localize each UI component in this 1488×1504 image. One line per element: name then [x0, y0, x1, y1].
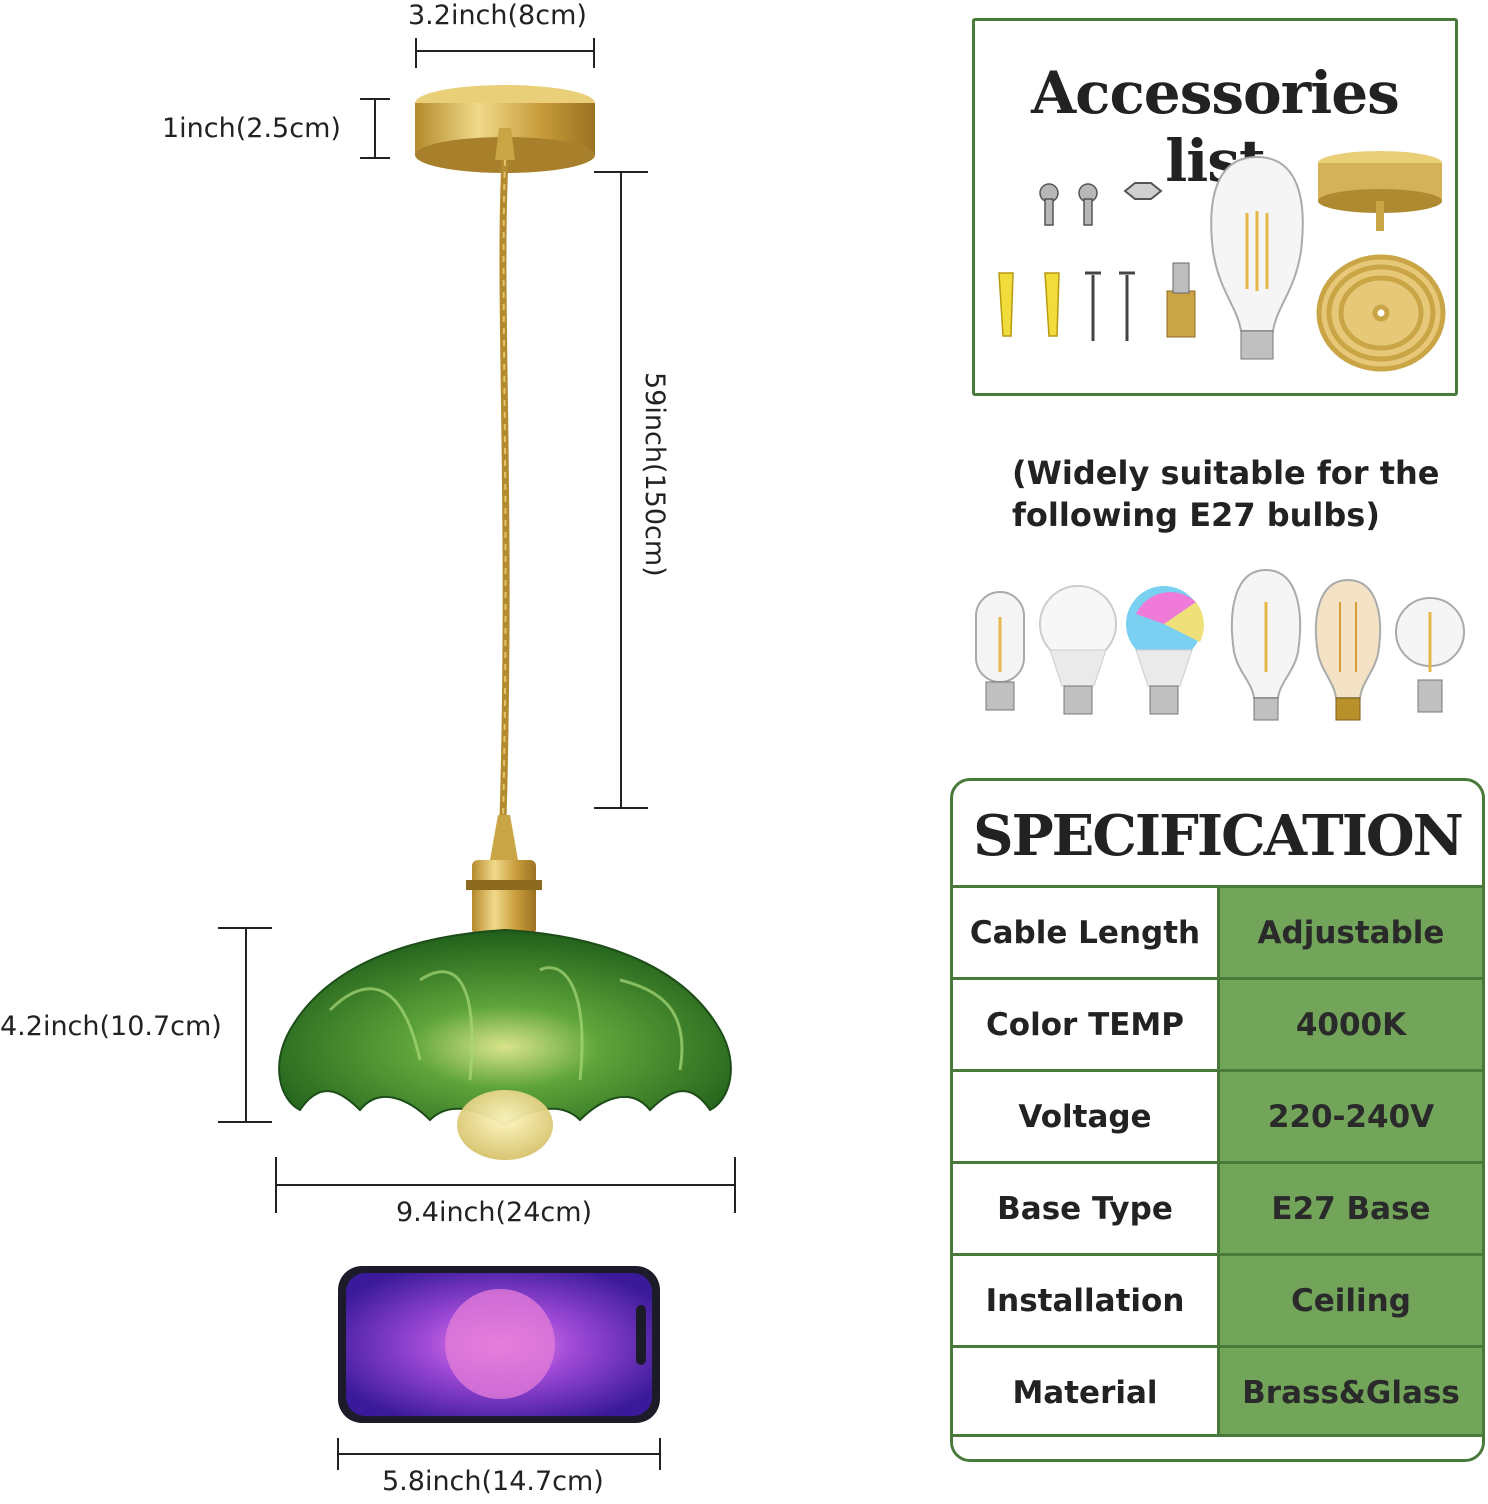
dim-tick — [218, 1121, 272, 1123]
spec-label: Base Type — [953, 1164, 1220, 1253]
dim-canopy-height: 1inch(2.5cm) — [162, 113, 341, 144]
accessories-items — [998, 151, 1446, 372]
wall-anchor-icon — [998, 272, 1060, 337]
dim-tick — [360, 98, 390, 100]
dim-tick — [593, 38, 595, 68]
canopy-icon — [1318, 151, 1442, 231]
spec-value: 220-240V — [1220, 1072, 1482, 1161]
dim-tick — [594, 171, 648, 173]
accessories-panel: Accessories list — [972, 18, 1458, 396]
spec-label: Color TEMP — [953, 980, 1220, 1069]
nut-icon — [1123, 182, 1163, 200]
spec-row: Cable Length Adjustable — [953, 885, 1482, 977]
bulb-t45-icon — [975, 591, 1025, 711]
spec-label: Material — [953, 1348, 1220, 1437]
compatible-bulbs-row — [975, 568, 1465, 721]
bulb-icon — [1210, 155, 1304, 360]
screw-icon — [1039, 183, 1098, 226]
spec-value: Ceiling — [1220, 1256, 1482, 1345]
lamp-illustration — [278, 85, 732, 1423]
spec-value: Adjustable — [1220, 888, 1482, 977]
dim-shade-height: 4.2inch(10.7cm) — [0, 1011, 222, 1042]
spec-label: Voltage — [953, 1072, 1220, 1161]
spec-row: Installation Ceiling — [953, 1253, 1482, 1345]
spec-label: Installation — [953, 1256, 1220, 1345]
spec-row: Color TEMP 4000K — [953, 977, 1482, 1069]
spec-value: 4000K — [1220, 980, 1482, 1069]
bulb-rgb-icon — [1126, 586, 1204, 715]
dim-tick — [218, 927, 272, 929]
specification-table: SPECIFICATION Cable Length Adjustable Co… — [950, 778, 1485, 1462]
phone-scale-reference — [338, 1266, 660, 1423]
spec-row: Material Brass&Glass — [953, 1345, 1482, 1437]
spec-row: Voltage 220-240V — [953, 1069, 1482, 1161]
dim-line-canopy-width — [416, 50, 594, 52]
bulb-compatibility-note: (Widely suitable for the following E27 b… — [1012, 454, 1440, 534]
dim-tick — [594, 807, 648, 809]
dim-shade-width: 9.4inch(24cm) — [396, 1197, 593, 1228]
spec-footer — [953, 1434, 1482, 1459]
spec-value: Brass&Glass — [1220, 1348, 1482, 1437]
bulb-st64-icon — [1231, 568, 1301, 721]
bulb-led-white-icon — [1039, 585, 1117, 715]
spec-value: E27 Base — [1220, 1164, 1482, 1253]
dim-line-cable-length — [620, 172, 622, 808]
spec-row: Base Type E27 Base — [953, 1161, 1482, 1253]
dim-line-canopy-height — [374, 98, 376, 158]
coiled-cable-icon — [1316, 254, 1446, 372]
glass-shade — [278, 928, 732, 1160]
dim-tick — [659, 1438, 661, 1470]
dim-line-phone-width — [338, 1453, 660, 1455]
dim-tick — [360, 157, 390, 159]
dim-cable-length: 59inch(150cm) — [639, 372, 670, 577]
spec-rows: Cable Length Adjustable Color TEMP 4000K… — [953, 885, 1482, 1437]
dim-phone-width: 5.8inch(14.7cm) — [382, 1466, 604, 1497]
cable-grip-icon — [1166, 290, 1196, 338]
dim-tick — [734, 1157, 736, 1213]
bulb-edison-icon — [1314, 578, 1382, 721]
bulb-a60-icon — [1395, 597, 1465, 713]
spec-label: Cable Length — [953, 888, 1220, 977]
dim-tick — [415, 38, 417, 68]
wood-screw-icon — [1085, 271, 1135, 341]
specification-title: SPECIFICATION — [973, 803, 1464, 869]
dim-canopy-width: 3.2inch(8cm) — [408, 0, 587, 31]
dim-line-shade-width — [276, 1184, 736, 1186]
dim-tick — [337, 1438, 339, 1470]
dim-line-shade-height — [245, 928, 247, 1122]
lamp-drawing — [278, 85, 732, 1423]
dim-tick — [275, 1157, 277, 1213]
